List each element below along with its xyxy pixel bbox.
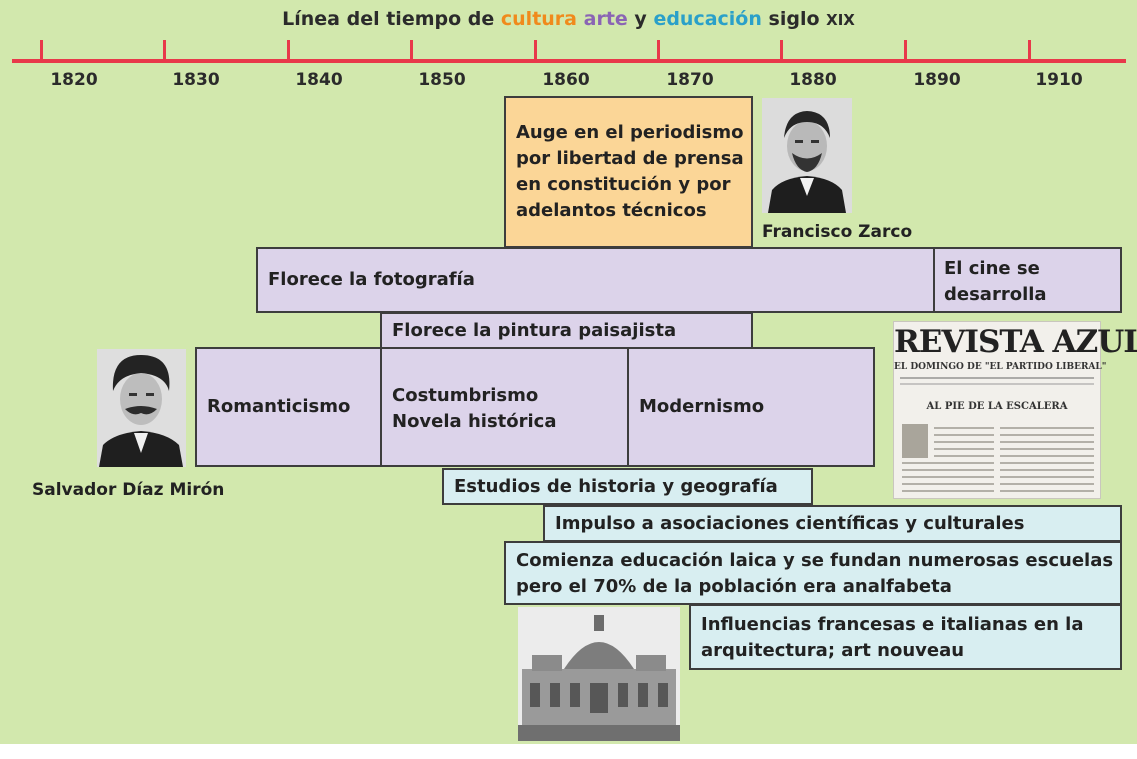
year-label: 1850 [418,70,466,90]
event-text: Florece la fotografía [268,269,475,290]
event-text-line: Costumbrismo [392,385,539,406]
event-text-line: Comienza educación laica y se fundan num… [516,550,1114,571]
axis-tick [287,40,290,62]
revista-page-texture [900,377,1094,492]
revista-azul-cover: REVISTA AZUL EL DOMINGO DE "EL PARTIDO L… [893,321,1137,499]
event-pintura-paisajista: Florece la pintura paisajista [380,312,753,349]
axis-tick [904,40,907,62]
axis-tick [780,40,783,62]
event-text: Modernismo [639,396,765,417]
axis-tick [410,40,413,62]
year-label: 1820 [50,70,98,90]
year-label: 1910 [1035,70,1083,90]
event-text: Estudios de historia y geografía [454,475,778,497]
event-educacion-laica: Comienza educación laica y se fundan num… [504,541,1122,605]
revista-title: REVISTA AZUL [894,324,1137,360]
title-word-culture: cultura [500,8,577,30]
event-arquitectura: Influencias francesas e italianas en la … [689,604,1122,670]
axis-tick [163,40,166,62]
event-periodismo: Auge en el periodismo por libertad de pr… [504,96,753,248]
axis-tick [40,40,43,62]
event-text-line: en constitución y por [516,174,731,195]
caption-salvador-diaz-miron: Salvador Díaz Mirón [32,480,225,500]
axis-tick [534,40,537,62]
title-word-art: arte [583,8,628,30]
revista-headline: AL PIE DE LA ESCALERA [926,401,1068,412]
event-modernismo: Modernismo [627,347,875,467]
portrait-salvador-diaz-miron [97,349,186,467]
title-suffix: siglo [768,8,820,30]
event-text-line: arquitectura; art nouveau [701,640,965,661]
title-prefix: Línea del tiempo de [282,8,495,30]
timeline-axis [12,59,1126,63]
event-text: Florece la pintura paisajista [392,319,677,341]
event-cine: El cine se desarrolla [933,247,1122,313]
event-text-line: El cine se [944,258,1040,279]
event-fotografia: Florece la fotografía [256,247,935,313]
title-century: XIX [826,11,855,29]
caption-francisco-zarco: Francisco Zarco [762,222,913,242]
title-word-education: educación [653,8,762,30]
revista-subtitle: EL DOMINGO DE "EL PARTIDO LIBERAL" [894,362,1107,372]
portrait-francisco-zarco [762,98,852,213]
year-label: 1860 [542,70,590,90]
title-conjunction: y [634,8,647,30]
event-asociaciones: Impulso a asociaciones científicas y cul… [543,505,1122,542]
event-text-line: Auge en el periodismo [516,122,744,143]
axis-tick [657,40,660,62]
event-text: Impulso a asociaciones científicas y cul… [555,512,1025,534]
event-text-line: por libertad de prensa [516,148,744,169]
event-text-line: Influencias francesas e italianas en la [701,614,1084,635]
event-estudios-historia: Estudios de historia y geografía [442,468,813,505]
timeline-title: Línea del tiempo de cultura arte y educa… [0,8,1137,30]
year-label: 1880 [789,70,837,90]
year-label: 1870 [666,70,714,90]
event-text-line: pero el 70% de la población era analfabe… [516,576,952,597]
axis-tick [1028,40,1031,62]
year-label: 1830 [172,70,220,90]
event-text-line: adelantos técnicos [516,200,707,221]
event-text: Romanticismo [207,396,351,417]
event-costumbrismo: Costumbrismo Novela histórica [380,347,629,467]
event-romanticismo: Romanticismo [195,347,382,467]
photo-palacio-bellas-artes [518,607,680,741]
year-label: 1890 [913,70,961,90]
event-text-line: desarrolla [944,284,1047,305]
event-text-line: Novela histórica [392,411,557,432]
year-label: 1840 [295,70,343,90]
